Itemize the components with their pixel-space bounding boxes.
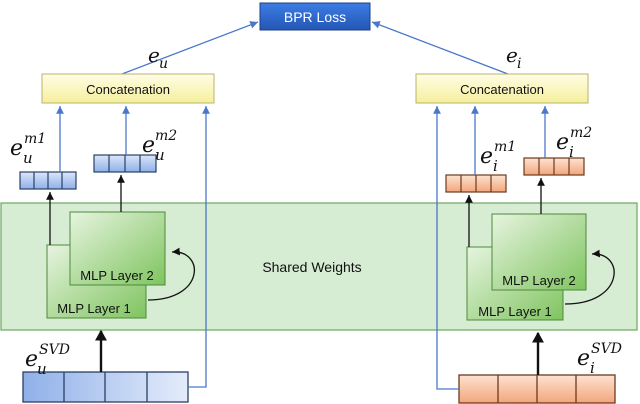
svg-text:u: u <box>37 360 47 378</box>
arrow-user-svd-to-concat <box>188 106 210 388</box>
shared-weights-label: Shared Weights <box>262 259 361 275</box>
bpr-loss-box <box>259 2 371 31</box>
svg-text:u: u <box>23 149 33 167</box>
user-m1-vector <box>19 171 77 190</box>
svg-text:e: e <box>556 130 569 155</box>
bpr-loss-label: BPR Loss <box>284 9 346 25</box>
svg-text:i: i <box>517 56 521 72</box>
item-concatenation-label: Concatenation <box>460 82 544 97</box>
svg-text:i: i <box>590 359 595 377</box>
user-mlp-recurrent-arrow <box>147 247 195 301</box>
svg-text:SVD: SVD <box>39 342 70 358</box>
item-m1-label: e i m1 <box>480 139 516 175</box>
svg-text:e: e <box>480 144 493 169</box>
item-svd-label: e i SVD <box>577 341 622 377</box>
user-mlp-layer-2-box <box>69 211 166 286</box>
user-embedding-label: e u <box>148 43 168 72</box>
svg-text:e: e <box>577 346 590 371</box>
arrow-user-to-loss <box>121 21 259 75</box>
svg-text:m2: m2 <box>155 128 177 144</box>
user-m2-vector <box>93 154 157 173</box>
arrow-item-svd-to-concat <box>433 106 459 390</box>
svg-text:m1: m1 <box>494 139 516 155</box>
svg-text:m2: m2 <box>570 125 592 141</box>
user-m1-label: e u m1 <box>10 131 46 167</box>
arrow-item-to-loss <box>371 21 509 75</box>
item-concatenation-box <box>415 73 589 104</box>
svg-text:e: e <box>25 347 38 372</box>
user-concatenation-label: Concatenation <box>86 82 170 97</box>
user-mlp-layer-2-label: MLP Layer 2 <box>80 268 153 283</box>
svg-text:i: i <box>493 157 498 175</box>
user-m2-label: e u m2 <box>142 128 177 164</box>
svg-text:m1: m1 <box>24 131 46 147</box>
item-mlp-layer-1-label: MLP Layer 1 <box>478 304 551 319</box>
item-m1-vector <box>445 174 507 193</box>
svg-text:e: e <box>506 43 518 67</box>
item-embedding-label: e i <box>506 43 521 72</box>
svg-text:SVD: SVD <box>591 341 622 357</box>
item-m2-vector <box>523 157 585 176</box>
user-svd-vector <box>22 371 189 403</box>
user-svd-label: e u SVD <box>25 342 70 378</box>
item-m2-label: e i m2 <box>556 125 592 161</box>
svg-text:e: e <box>142 133 155 158</box>
user-mlp-layer-1-label: MLP Layer 1 <box>57 301 130 316</box>
user-concatenation-box <box>41 73 215 104</box>
item-mlp-recurrent-arrow <box>564 249 615 305</box>
item-mlp-layer-2-label: MLP Layer 2 <box>502 273 575 288</box>
item-svd-vector <box>458 374 616 404</box>
svg-text:i: i <box>569 143 574 161</box>
svg-text:u: u <box>155 146 165 164</box>
svg-text:e: e <box>148 43 160 67</box>
svg-text:e: e <box>10 136 23 161</box>
item-mlp-layer-2-box <box>491 213 587 291</box>
svg-text:u: u <box>159 56 168 72</box>
